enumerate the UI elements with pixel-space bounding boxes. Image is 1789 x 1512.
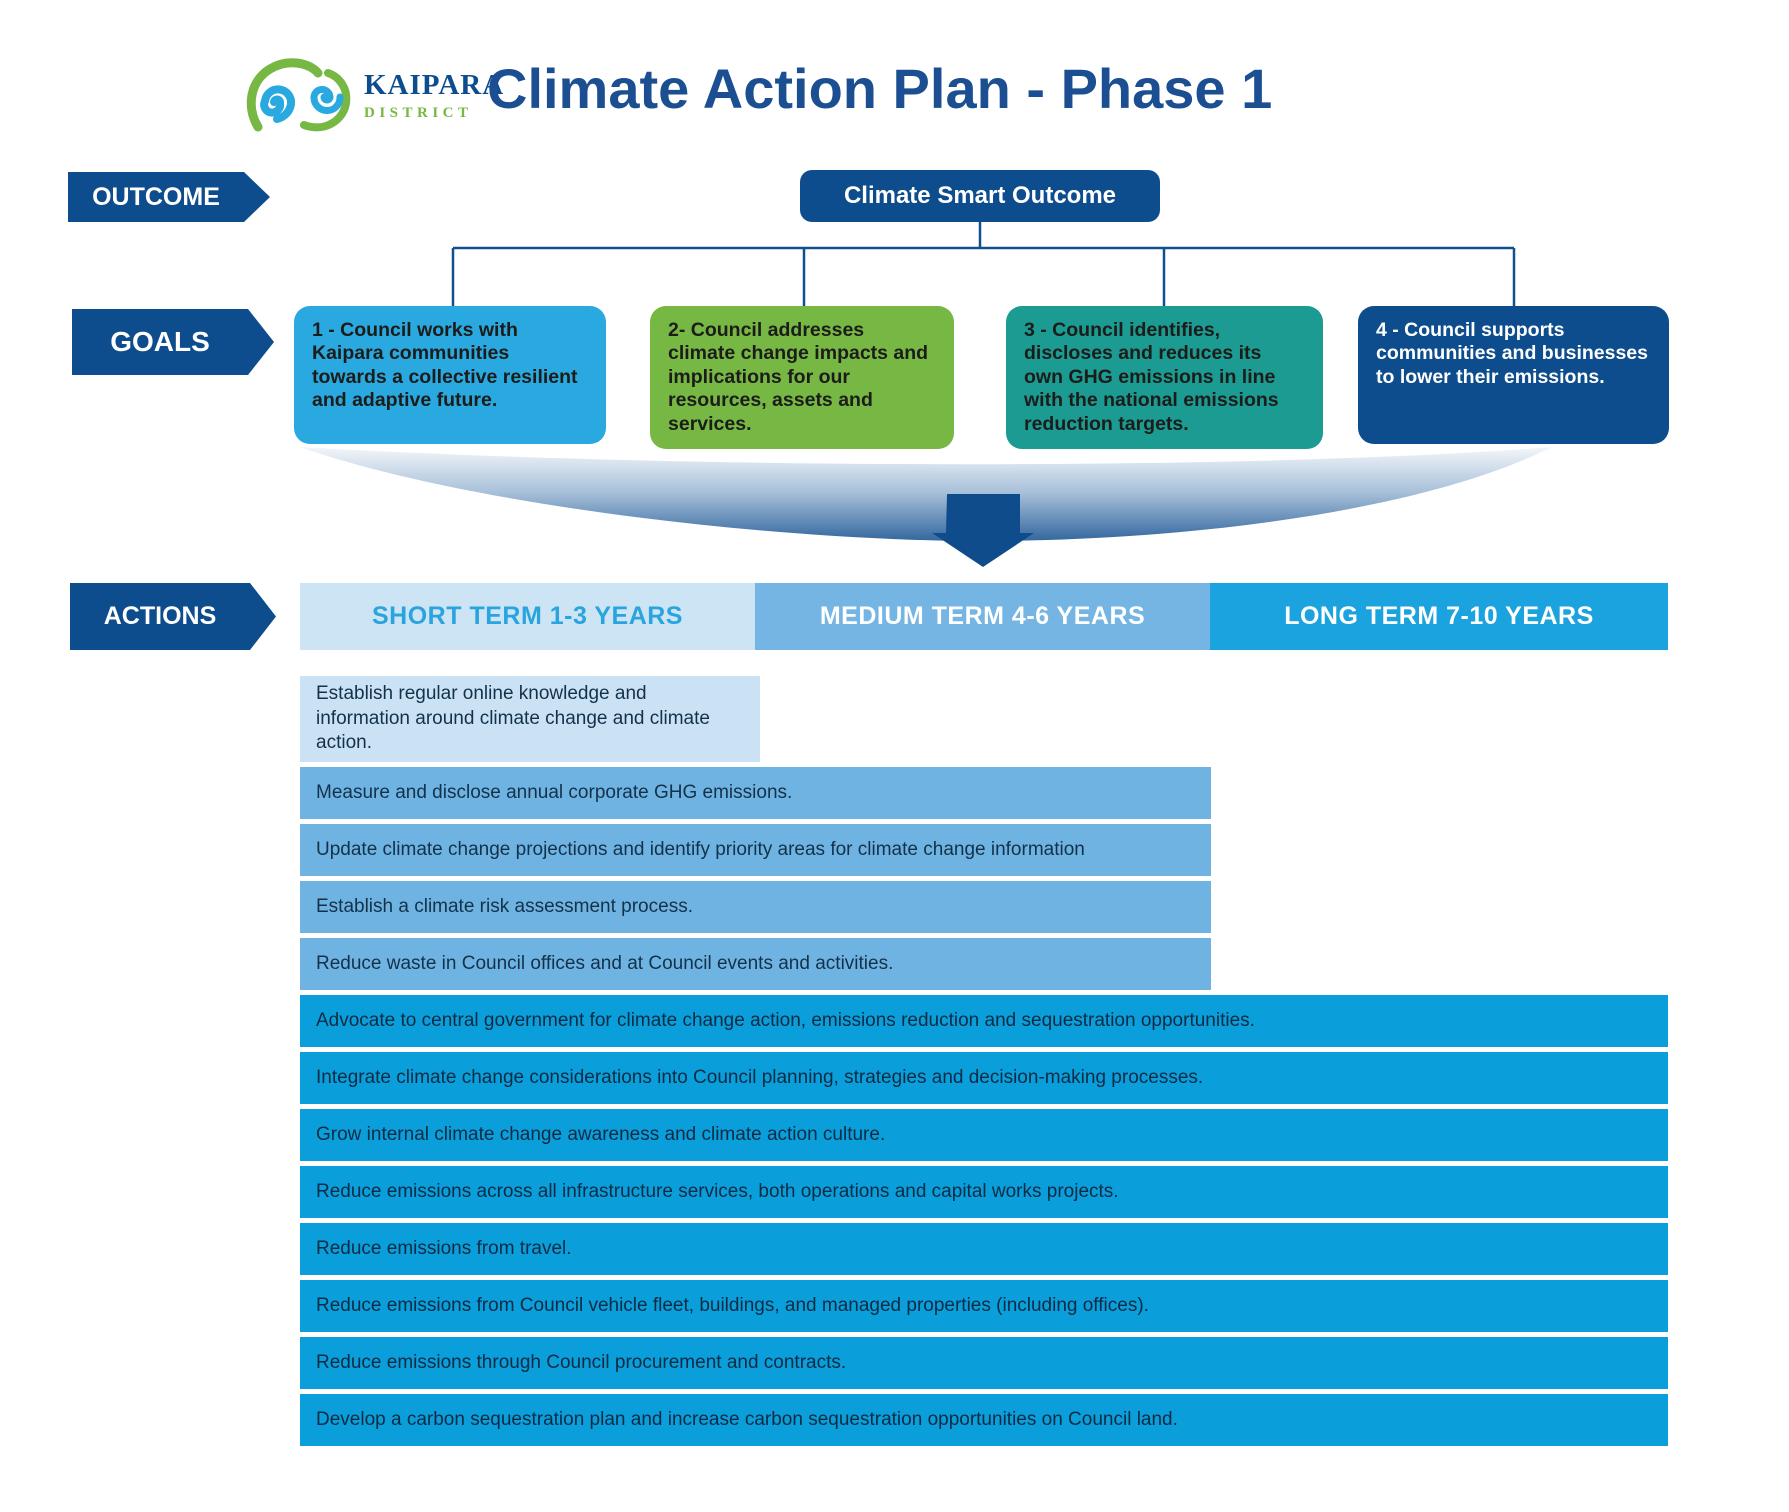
action-row-text: Reduce emissions across all infrastructu…: [316, 1180, 1119, 1202]
action-row: Reduce waste in Council offices and at C…: [300, 938, 1211, 990]
outcome-label-banner: OUTCOME: [68, 172, 270, 222]
goal-card-3: 3 - Council identifies, discloses and re…: [1006, 306, 1323, 449]
action-row-text: Measure and disclose annual corporate GH…: [316, 781, 793, 803]
action-row: Advocate to central government for clima…: [300, 995, 1668, 1047]
action-row-text: Reduce emissions from travel.: [316, 1237, 572, 1259]
koru-logo-icon: [246, 58, 351, 132]
goal-card-1: 1 - Council works with Kaipara communiti…: [294, 306, 606, 444]
action-row-text: Grow internal climate change awareness a…: [316, 1123, 886, 1145]
actions-label: ACTIONS: [103, 602, 217, 630]
goals-label-banner: GOALS: [72, 309, 274, 375]
down-arrow-icon: [932, 494, 1034, 567]
action-row-text: Advocate to central government for clima…: [316, 1009, 1255, 1031]
brand-name: KAIPARA: [364, 69, 505, 101]
action-row: Reduce emissions through Council procure…: [300, 1337, 1668, 1389]
goal-card-2: 2- Council addresses climate change impa…: [650, 306, 954, 449]
action-rows: Establish regular online knowledge and i…: [300, 676, 1668, 1446]
action-row: Integrate climate change considerations …: [300, 1052, 1668, 1104]
action-row-text: Reduce emissions from Council vehicle fl…: [316, 1294, 1149, 1316]
action-row-text: Integrate climate change considerations …: [316, 1066, 1204, 1088]
action-row: Develop a carbon sequestration plan and …: [300, 1394, 1668, 1446]
action-row-text: Establish a climate risk assessment proc…: [316, 895, 693, 917]
action-row-text: Establish regular online knowledge and i…: [316, 682, 710, 754]
climate-smart-outcome-box: Climate Smart Outcome: [800, 170, 1160, 222]
action-row: Measure and disclose annual corporate GH…: [300, 767, 1211, 819]
action-row: Establish regular online knowledge and i…: [300, 676, 760, 762]
goal-card-4: 4 - Council supports communities and bus…: [1358, 306, 1669, 444]
brand-subtitle: DISTRICT: [364, 105, 473, 121]
connector-lines: [451, 222, 1516, 306]
action-row-text: Reduce waste in Council offices and at C…: [316, 952, 894, 974]
action-row: Reduce emissions across all infrastructu…: [300, 1166, 1668, 1218]
goals-label: GOALS: [110, 326, 210, 357]
action-row: Reduce emissions from Council vehicle fl…: [300, 1280, 1668, 1332]
action-row: Establish a climate risk assessment proc…: [300, 881, 1211, 933]
term-header-short: SHORT TERM 1-3 YEARS: [300, 583, 755, 650]
action-row-text: Update climate change projections and id…: [316, 838, 1085, 860]
action-row: Reduce emissions from travel.: [300, 1223, 1668, 1275]
actions-label-banner: ACTIONS: [70, 583, 276, 650]
action-row: Grow internal climate change awareness a…: [300, 1109, 1668, 1161]
action-row-text: Reduce emissions through Council procure…: [316, 1351, 847, 1373]
term-header-long: LONG TERM 7-10 YEARS: [1210, 583, 1668, 650]
kaipara-district-logo: KAIPARA DISTRICT: [244, 54, 504, 138]
outcome-label: OUTCOME: [92, 182, 220, 211]
brand-wordmark: KAIPARA DISTRICT: [364, 71, 504, 121]
page-title: Climate Action Plan - Phase 1: [487, 57, 1273, 120]
action-row-text: Develop a carbon sequestration plan and …: [316, 1408, 1178, 1430]
action-row: Update climate change projections and id…: [300, 824, 1211, 876]
term-header-medium: MEDIUM TERM 4-6 YEARS: [755, 583, 1210, 650]
funnel-swoosh: [300, 447, 1552, 541]
